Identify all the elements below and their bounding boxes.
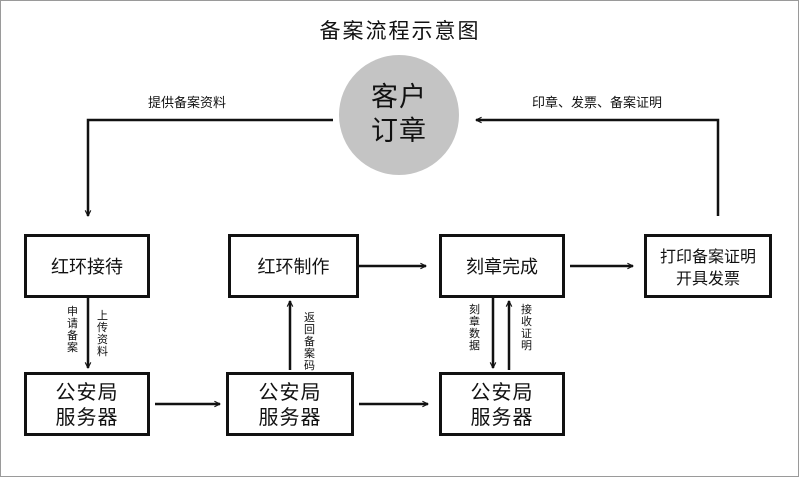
server3-line1: 公安局 [470,380,534,404]
diagram-title: 备案流程示意图 [319,19,481,43]
reception-label: 红环接待 [51,257,123,278]
return-code-label: 返回备案码 [304,311,315,372]
engrave-data-label: 刻章数据 [469,303,480,352]
engraving-done-node: 刻章完成 [439,234,565,298]
server2-line2: 服务器 [258,405,322,429]
server2-line1: 公安局 [258,380,322,404]
customer-order-node: 客户 订章 [339,55,459,175]
server1-line1: 公安局 [55,380,119,404]
print-certificate-node: 打印备案证明 开具发票 [644,234,772,298]
provide-materials-label: 提供备案资料 [148,96,227,111]
return-items-label: 印章、发票、备案证明 [532,96,663,111]
production-label: 红环制作 [257,257,330,278]
reception-node: 红环接待 [24,234,150,298]
customer-line2: 订章 [371,116,427,147]
print-line2: 开具发票 [675,269,740,288]
customer-line1: 客户 [371,82,427,113]
police-server-node-3: 公安局 服务器 [439,372,565,436]
customer-to-reception-arrow [88,118,333,216]
engraving-done-label: 刻章完成 [466,257,538,278]
receive-certificate-label: 接收证明 [521,303,532,352]
police-server-node-2: 公安局 服务器 [226,372,354,436]
apply-filing-label: 申请备案 [67,305,78,354]
server3-line2: 服务器 [470,405,534,429]
production-node: 红环制作 [228,234,359,298]
police-server-node-1: 公安局 服务器 [24,372,150,436]
server1-line2: 服务器 [55,405,119,429]
print-to-customer-arrow [476,120,720,216]
upload-materials-label: 上传资料 [97,309,108,358]
print-line1: 打印备案证明 [659,247,756,266]
